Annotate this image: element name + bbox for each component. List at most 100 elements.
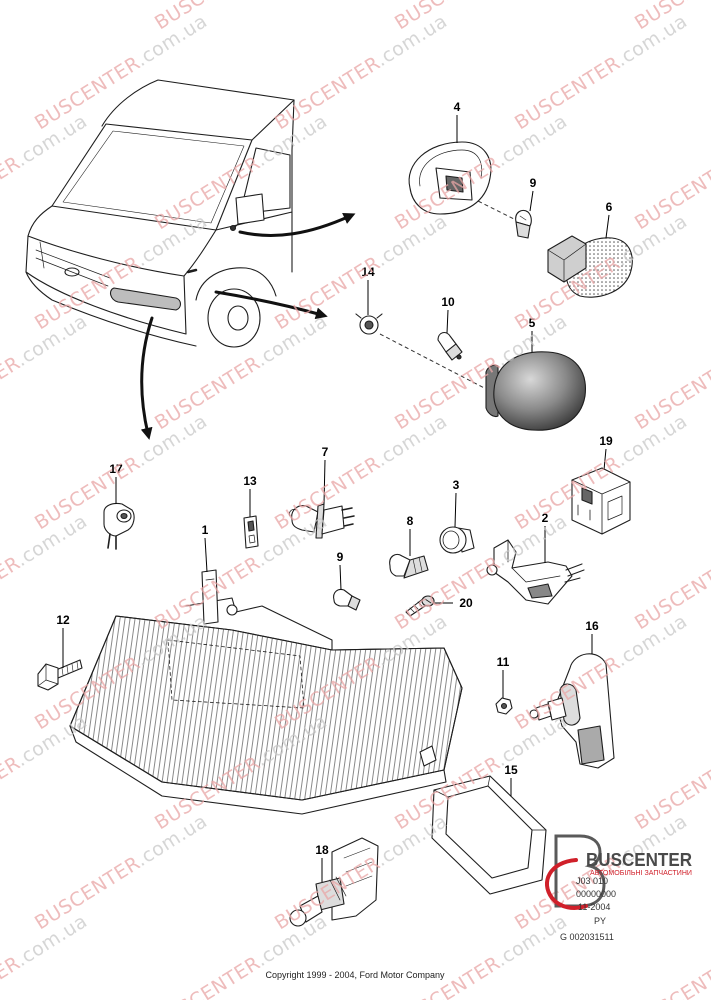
callout-label[interactable]: 12 (56, 613, 70, 627)
callout-10[interactable]: 10 (441, 295, 455, 334)
leader-line (446, 309, 449, 334)
callout-label[interactable]: 7 (322, 445, 329, 459)
callout-6[interactable]: 6 (605, 200, 613, 239)
drawing-reference: G 002031511 (560, 932, 614, 942)
watermark-suffix: .com.ua (132, 10, 211, 71)
part-9-wedge-bulb-lower (333, 588, 361, 611)
watermark-brand: BUSCENTER (0, 552, 24, 634)
callout-label[interactable]: 14 (361, 265, 375, 279)
bulb-base (445, 343, 463, 361)
bulb-base (515, 221, 531, 239)
bulb-base-ridges (412, 556, 423, 574)
watermark-brand: BUSCENTER (0, 352, 24, 434)
headlamp-housing-top (185, 597, 333, 651)
bulb-glass (291, 505, 319, 533)
van-roof (101, 79, 295, 151)
watermark-brand: BUSCENTER (631, 952, 711, 1000)
callout-1[interactable]: 1 (202, 523, 209, 573)
watermark-brand: BUSCENTER (631, 152, 711, 234)
bracket-body (493, 539, 573, 605)
callout-18[interactable]: 18 (315, 843, 329, 882)
part-10-bayonet-bulb (437, 331, 463, 361)
bolt-head-edges (37, 663, 59, 687)
callout-5[interactable]: 5 (529, 316, 536, 352)
callout-13[interactable]: 13 (243, 474, 257, 517)
callout-label[interactable]: 11 (497, 655, 510, 669)
clip-body (243, 515, 259, 549)
assembly-line (379, 333, 493, 393)
arrows (140, 212, 356, 440)
socket-hole (120, 512, 128, 520)
callout-label[interactable]: 3 (453, 478, 460, 492)
callout-label[interactable]: 8 (407, 514, 414, 528)
callout-17[interactable]: 17 (109, 462, 123, 504)
repeater-socket (547, 235, 587, 283)
socket-hole (364, 320, 374, 330)
callout-9-lower[interactable]: 9 (337, 550, 344, 591)
callout-label[interactable]: 18 (315, 843, 329, 857)
watermark-text: BUSCENTER.com.ua (631, 110, 711, 234)
watermark-suffix: .com.ua (612, 610, 691, 671)
watermark-brand: BUSCENTER (391, 0, 504, 34)
part-18-bulb-holder (289, 837, 379, 927)
callout-7[interactable]: 7 (322, 445, 329, 505)
logo-name: BUSCENTER (586, 850, 692, 870)
callout-8[interactable]: 8 (407, 514, 414, 556)
callout-label[interactable]: 6 (606, 200, 613, 214)
callout-label[interactable]: 16 (585, 619, 599, 633)
watermark-brand: BUSCENTER (271, 52, 384, 134)
drawing-date: 11-2004 (578, 902, 610, 912)
arrow-to-indicator-parts (214, 290, 328, 320)
socket-inner (442, 530, 460, 550)
callout-label[interactable]: 1 (202, 523, 209, 537)
van-a-pillar (251, 99, 295, 141)
callout-16[interactable]: 16 (585, 619, 599, 654)
callout-label[interactable]: 9 (337, 550, 344, 564)
callout-19[interactable]: 19 (599, 434, 613, 471)
callout-14[interactable]: 14 (361, 265, 375, 315)
van-wheel-hub (227, 305, 249, 331)
part-13-retaining-clip (243, 515, 259, 549)
callout-15[interactable]: 15 (504, 763, 518, 796)
lamp-lens (493, 351, 586, 431)
watermark-text: BUSCENTER.com.ua (31, 10, 211, 134)
callout-20[interactable]: 20 (434, 596, 473, 610)
callout-4[interactable]: 4 (454, 100, 461, 143)
watermark-text: BUSCENTER.com.ua (0, 0, 91, 34)
callout-label[interactable]: 10 (441, 295, 455, 309)
callout-2[interactable]: 2 (542, 511, 549, 563)
callout-label[interactable]: 17 (109, 462, 123, 476)
callout-3[interactable]: 3 (453, 478, 460, 528)
headlamp-reflector-outline (167, 639, 305, 709)
watermark-text: BUSCENTER.com.ua (31, 810, 211, 934)
watermark-text: BUSCENTER.com.ua (0, 510, 91, 634)
watermark-suffix: .com.ua (372, 410, 451, 471)
callout-11[interactable]: 11 (497, 655, 510, 698)
arrow-to-mirror-parts (238, 212, 356, 237)
leader-line (603, 448, 607, 471)
leader-line (204, 537, 208, 573)
watermark-suffix: .com.ua (12, 310, 91, 371)
callout-12[interactable]: 12 (56, 613, 70, 668)
callout-label[interactable]: 4 (454, 100, 461, 114)
callout-label[interactable]: 2 (542, 511, 549, 525)
part-11-nut (495, 697, 513, 715)
callout-9-top[interactable]: 9 (529, 176, 537, 212)
holder-wires (329, 876, 347, 901)
logo-swoosh (545, 858, 588, 910)
callout-label[interactable]: 20 (459, 596, 473, 610)
watermark-brand: BUSCENTER (0, 152, 24, 234)
callout-label[interactable]: 5 (529, 316, 536, 330)
van-wheel-arch (195, 267, 277, 301)
part-9-wedge-bulb (515, 209, 532, 239)
van-front-face (25, 235, 187, 335)
connector-edges (571, 479, 631, 535)
unit-bulb-neck (535, 703, 552, 721)
callout-label[interactable]: 13 (243, 474, 257, 488)
copyright-notice: Copyright 1999 - 2004, Ford Motor Compan… (265, 970, 445, 980)
watermark-brand: BUSCENTER (31, 52, 144, 134)
callout-label[interactable]: 9 (530, 176, 537, 190)
callout-label[interactable]: 19 (599, 434, 613, 448)
callout-label[interactable]: 15 (504, 763, 518, 777)
